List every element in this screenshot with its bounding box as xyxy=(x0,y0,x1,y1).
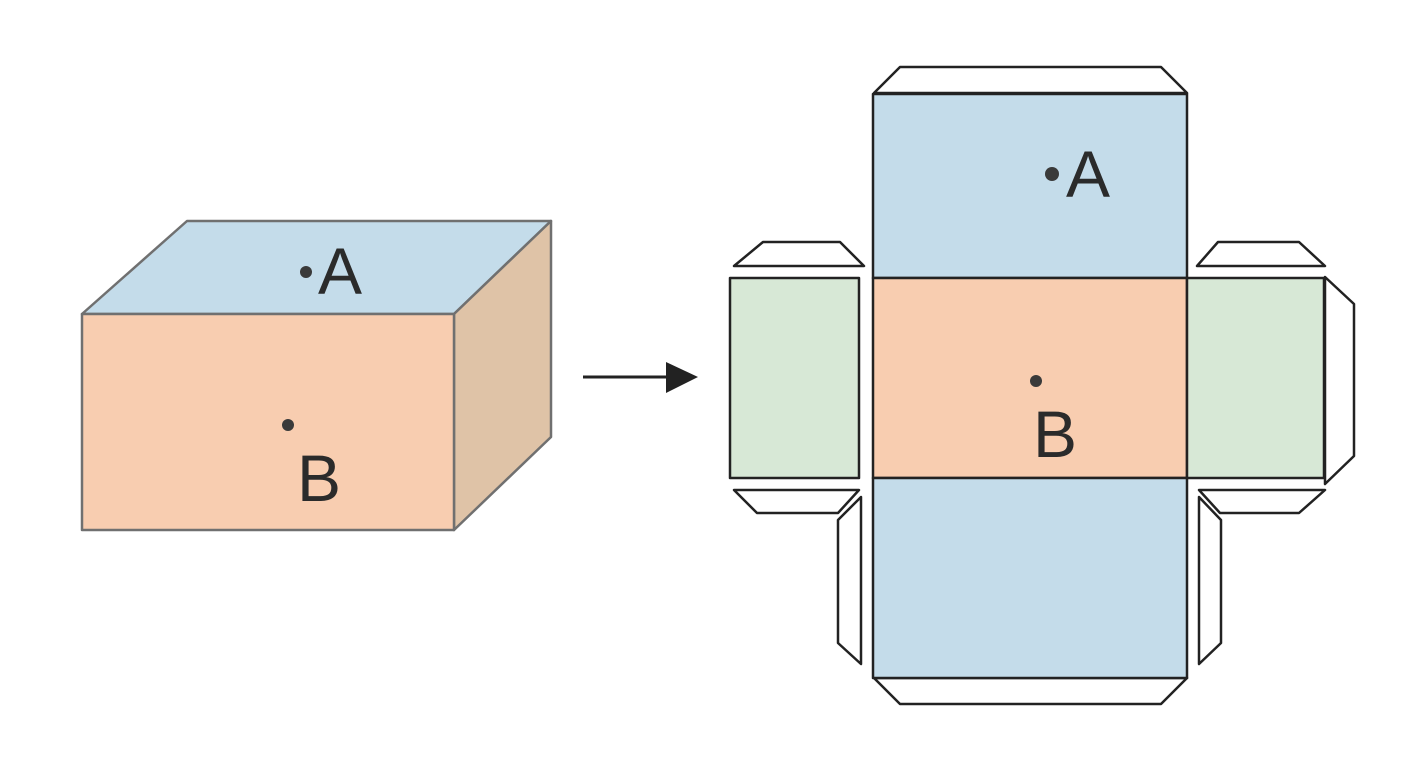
box-point-a-label: A xyxy=(318,234,362,308)
net-tab-left-bottom xyxy=(732,488,861,515)
box-point-b-dot xyxy=(282,419,294,431)
net-tab-left-top xyxy=(732,240,866,268)
net-tab-bottom xyxy=(872,676,1189,706)
net-right-face xyxy=(1185,276,1326,480)
net-tab-right-side xyxy=(1323,275,1356,486)
box-net: A B xyxy=(728,65,1356,706)
net-front-face xyxy=(871,276,1189,480)
net-top-face xyxy=(871,92,1189,280)
net-tab-right-bottom xyxy=(1197,488,1327,515)
box-3d: A B xyxy=(80,219,553,532)
right-arrow-icon xyxy=(583,362,698,393)
net-bottom-face xyxy=(871,476,1189,680)
net-tab-left-lower xyxy=(836,495,863,666)
net-tab-right-lower xyxy=(1197,495,1223,666)
box-front-face xyxy=(80,312,456,532)
net-left-face xyxy=(728,276,861,480)
net-tab-right-top xyxy=(1195,240,1327,268)
net-point-a-dot xyxy=(1045,167,1059,181)
net-tab-top xyxy=(872,65,1189,95)
net-point-b-label: B xyxy=(1033,397,1077,471)
net-point-b-dot xyxy=(1030,375,1042,387)
box-point-b-label: B xyxy=(297,441,341,515)
net-point-a-label: A xyxy=(1066,137,1110,211)
box-point-a-dot xyxy=(300,266,312,278)
